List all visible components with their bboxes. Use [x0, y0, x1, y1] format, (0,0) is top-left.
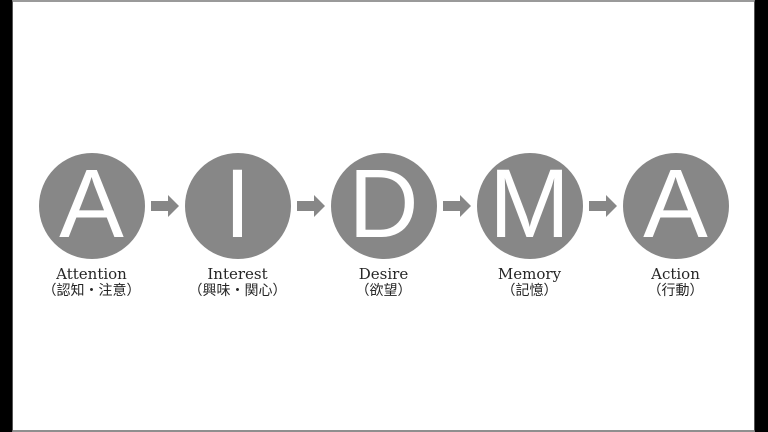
- memory-label-en: Memory: [497, 265, 562, 283]
- aidma-flow: A Attention （認知・注意） I Interest （興味・関心）: [13, 153, 754, 299]
- arrow-right-icon: [145, 153, 185, 259]
- desire-label-en: Desire: [358, 265, 409, 283]
- action-circle: A: [622, 148, 729, 259]
- arrow-right-icon: [583, 153, 623, 259]
- desire-label-ja: （欲望）: [355, 283, 412, 299]
- step-desire: D Desire （欲望）: [330, 148, 437, 299]
- attention-circle: A: [38, 148, 145, 259]
- attention-label-ja: （認知・注意）: [42, 283, 141, 299]
- arrow-right-icon: [291, 153, 331, 259]
- memory-label-ja: （記憶）: [501, 283, 558, 299]
- action-letter: A: [643, 148, 708, 258]
- attention-letter: A: [59, 148, 124, 258]
- memory-letter: M: [489, 148, 570, 258]
- desire-letter: D: [348, 148, 419, 258]
- interest-label-ja: （興味・関心）: [188, 283, 287, 299]
- action-label-ja: （行動）: [647, 283, 704, 299]
- memory-circle: M: [476, 148, 583, 259]
- arrow-right-icon: [437, 153, 477, 259]
- interest-label-en: Interest: [207, 265, 268, 283]
- slide-canvas: A Attention （認知・注意） I Interest （興味・関心）: [12, 0, 755, 432]
- interest-circle: I: [184, 148, 291, 259]
- action-label-en: Action: [651, 265, 700, 283]
- step-memory: M Memory （記憶）: [476, 148, 583, 299]
- step-attention: A Attention （認知・注意）: [38, 148, 145, 299]
- attention-label-en: Attention: [56, 265, 127, 283]
- step-interest: I Interest （興味・関心）: [184, 148, 291, 299]
- desire-circle: D: [330, 148, 437, 259]
- step-action: A Action （行動）: [622, 148, 729, 299]
- interest-letter: I: [224, 148, 251, 258]
